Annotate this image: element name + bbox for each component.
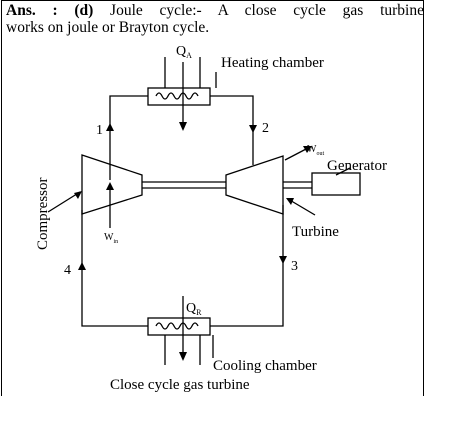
turbine-body: [225, 155, 284, 215]
heat-in-label: QA: [176, 44, 192, 60]
heat-out-arrowhead: [179, 352, 187, 361]
generator-pointer: [335, 167, 351, 176]
cooling-chamber-box: [147, 317, 211, 336]
loop-bottom-left: [81, 210, 148, 327]
diagram-caption: Close cycle gas turbine: [110, 377, 250, 393]
heating-chamber-box: [147, 87, 211, 106]
answer-line-1: Ans. : (d) Joule cycle:- A close cycle g…: [6, 3, 424, 19]
state-3-arrowhead: [279, 256, 287, 264]
loop-top-left: [109, 95, 148, 180]
state-4-arrowhead: [78, 262, 86, 270]
work-out-arrowhead: [303, 146, 312, 153]
frame-border-right: [423, 0, 424, 396]
compressor-pointer-head: [74, 191, 82, 199]
heating-coil: [155, 92, 199, 100]
cooling-coil: [155, 322, 199, 330]
generator-box: [311, 172, 361, 196]
compressor-label: Compressor: [35, 178, 51, 251]
heat-out-label: QR: [186, 301, 202, 317]
work-out-arrow: [284, 147, 309, 161]
state-2-label: 2: [262, 121, 269, 136]
turbine-label: Turbine: [292, 224, 339, 240]
compressor-body: [81, 154, 143, 215]
frame-border-left: [1, 0, 2, 396]
state-4-label: 4: [64, 263, 71, 278]
cooling-chamber-label: Cooling chamber: [213, 358, 317, 374]
answer-prefix: Ans. : (d): [6, 2, 94, 19]
state-3-label: 3: [291, 259, 298, 274]
loop-top-right: [210, 95, 254, 165]
state-1-arrowhead: [106, 123, 114, 131]
heat-in-arrowhead: [179, 122, 187, 131]
generator-label: Generator: [327, 158, 387, 174]
heating-chamber-label: Heating chamber: [221, 55, 324, 71]
frame-border-top: [1, 0, 424, 1]
turbine-pointer: [287, 198, 316, 216]
work-in-arrowhead: [106, 182, 114, 190]
work-in-label: Win: [104, 232, 118, 245]
work-out-label: Wout: [307, 144, 324, 157]
compressor-pointer: [47, 191, 81, 213]
answer-line-1-text: Joule cycle:- A close cycle gas turbine: [93, 2, 424, 19]
loop-bottom-right: [210, 205, 284, 327]
state-2-arrowhead: [249, 125, 257, 133]
state-1-label: 1: [96, 123, 103, 138]
turbine-pointer-head: [286, 198, 294, 205]
answer-line-2: works on joule or Brayton cycle.: [6, 19, 210, 36]
